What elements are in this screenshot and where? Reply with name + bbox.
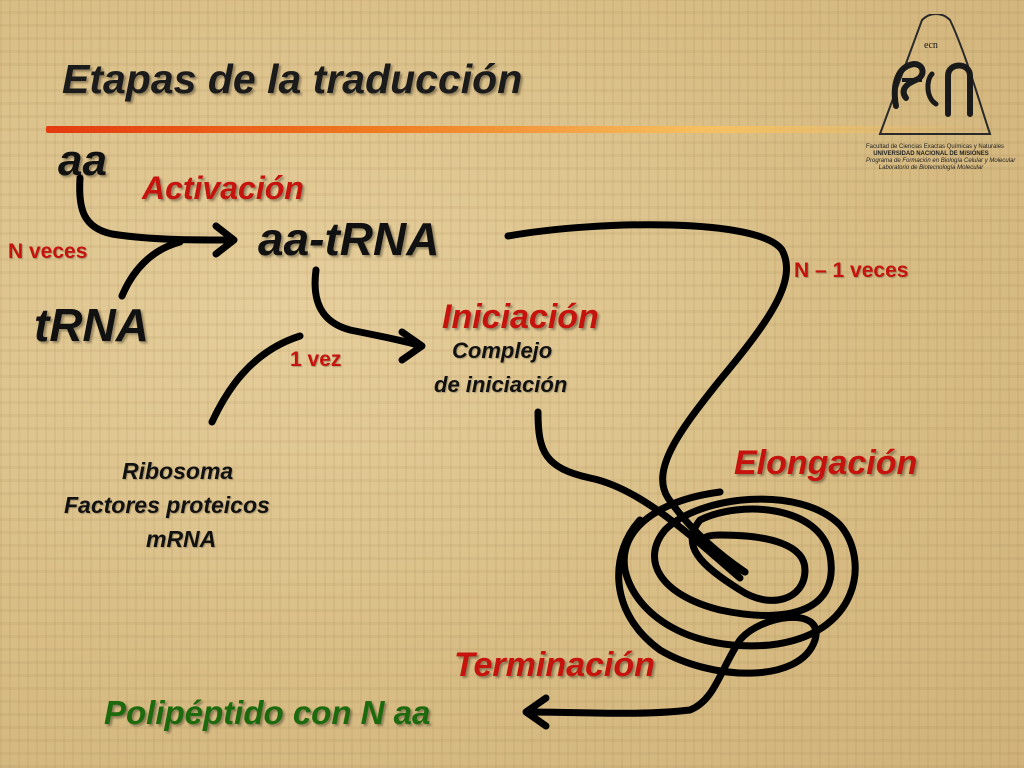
protein-factors-label: Factores proteicos bbox=[64, 492, 270, 518]
logo-line4: Laboratorio de Biotecnología Molecular bbox=[878, 165, 984, 171]
logo-mark: ecn bbox=[924, 40, 938, 51]
aa-to-activation-path bbox=[76, 174, 232, 244]
initiation-complex-line1: Complejo bbox=[452, 338, 553, 363]
aatrna-recycle-path bbox=[504, 221, 790, 576]
once-label: 1 vez bbox=[290, 348, 342, 371]
aatrna-to-initiation-path bbox=[311, 266, 418, 348]
aa-trna-label: aa-tRNA bbox=[258, 213, 440, 265]
logo-line3: Programa de Formación en Biología Celula… bbox=[866, 158, 1016, 164]
activation-arrowhead bbox=[212, 222, 238, 258]
termination-path bbox=[526, 516, 820, 717]
elongation-label: Elongación bbox=[734, 444, 918, 482]
n-times-label: N veces bbox=[8, 240, 88, 263]
university-logo: ecn bbox=[878, 14, 992, 135]
ribosome-to-initiation-path bbox=[208, 332, 304, 426]
termination-arrowhead bbox=[522, 694, 550, 730]
mrna-label: mRNA bbox=[146, 526, 217, 552]
title-underline bbox=[46, 126, 986, 133]
logo-line2: UNIVERSIDAD NACIONAL DE MISIONES bbox=[873, 151, 989, 157]
initiation-label: Iniciación bbox=[442, 298, 599, 336]
termination-label: Terminación bbox=[454, 646, 655, 684]
trna-to-activation-path bbox=[118, 238, 184, 300]
initiation-complex-line2: de iniciación bbox=[434, 372, 568, 397]
n-minus-one-times-label: N – 1 veces bbox=[794, 259, 909, 282]
page-title: Etapas de la traducción bbox=[62, 56, 523, 102]
activation-label: Activación bbox=[142, 170, 304, 206]
initiation-arrowhead bbox=[398, 328, 426, 364]
elongation-spiral bbox=[620, 488, 859, 650]
aa-label: aa bbox=[58, 136, 107, 185]
polypeptide-label: Polipéptido con N aa bbox=[104, 694, 431, 731]
ribosome-label: Ribosoma bbox=[122, 458, 234, 484]
trna-label: tRNA bbox=[34, 299, 149, 351]
logo-line1: Facultad de Ciencias Exactas Químicas y … bbox=[866, 144, 1005, 150]
complex-to-elongation-path bbox=[534, 408, 744, 582]
